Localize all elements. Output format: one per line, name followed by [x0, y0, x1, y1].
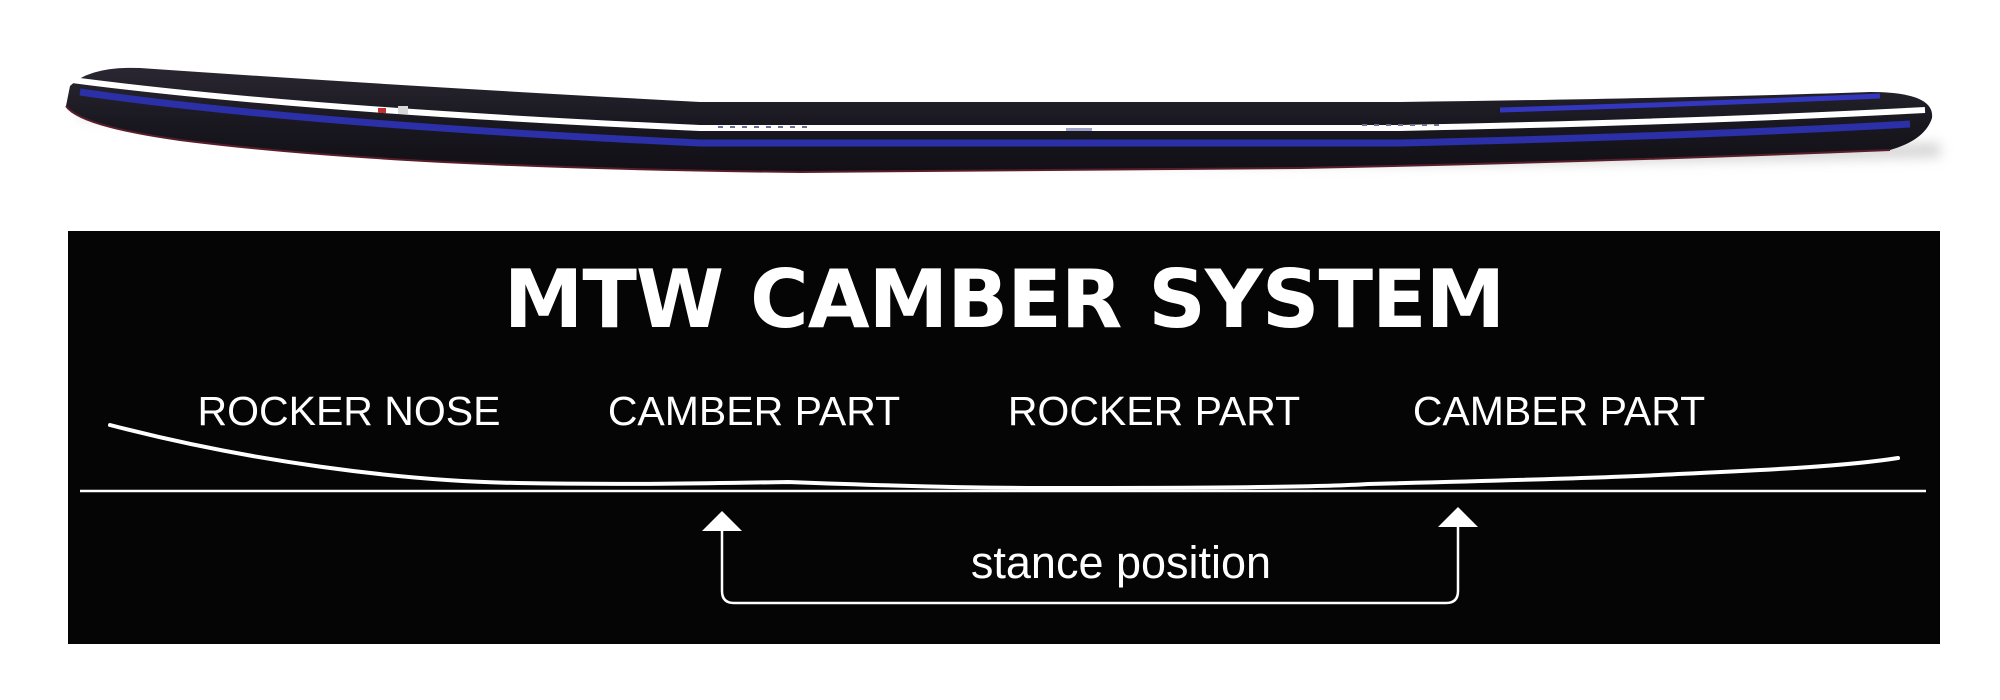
stance-bracket-line: [720, 527, 1460, 605]
stance-arrow-left-head: [702, 511, 742, 531]
board-logo-mark: [398, 106, 408, 114]
stance-position-label: stance position: [970, 537, 1272, 588]
board-body: [66, 67, 1933, 172]
zone-label-camber-part-front: CAMBER PART: [607, 388, 901, 434]
zone-label-camber-part-rear: CAMBER PART: [1412, 388, 1706, 434]
binding-insert-marks-front: [718, 126, 807, 128]
binding-insert-marks-rear: [1362, 124, 1439, 126]
camber-diagram-panel: MTW CAMBER SYSTEM ROCKER NOSE CAMBER PAR…: [68, 231, 1940, 644]
camber-profile-drawing: [80, 423, 1926, 605]
zone-label-rocker-part: ROCKER PART: [1007, 388, 1301, 434]
stance-arrow-right-head: [1438, 507, 1478, 527]
board-edge: [65, 105, 1891, 174]
board-blue-stripe: [79, 88, 1911, 147]
snowboard-profile-image: [65, 67, 1941, 174]
board-logo-mark-small: [378, 108, 386, 113]
diagram-title: MTW CAMBER SYSTEM: [503, 253, 1506, 346]
zone-label-rocker-nose: ROCKER NOSE: [197, 388, 501, 434]
board-blue-band: [1499, 93, 1881, 113]
camber-profile-line: [108, 423, 1900, 491]
board-text-mark: [1066, 128, 1092, 131]
board-white-stripe: [71, 77, 1926, 131]
